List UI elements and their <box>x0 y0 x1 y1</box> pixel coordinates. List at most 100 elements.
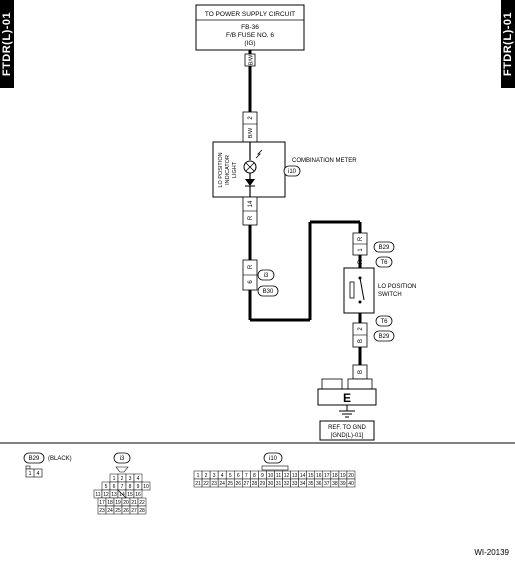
legend-i10-pin-3: 3 <box>213 473 216 479</box>
legend-i3-pin-4: 4 <box>137 476 140 482</box>
ground-block: E REF. TO GND [GND(L)-01] <box>317 378 377 441</box>
connector-t6-top-badge <box>375 256 393 268</box>
meter-label-line-2: INDICATOR <box>225 155 231 185</box>
legend-i10-pin-30: 30 <box>268 481 274 487</box>
legend-i3-pin-28: 28 <box>139 508 145 514</box>
wire-color-r-switch-top: R <box>358 259 364 264</box>
switch-pin-1: 1 <box>358 248 364 252</box>
wire-trunk-top: B/W 2 B/W <box>242 50 258 143</box>
section-tab-left: FTDR(L)-01 <box>0 0 14 88</box>
legend-i10-pin-4: 4 <box>221 473 224 479</box>
legend-i10-pin-21: 21 <box>195 481 201 487</box>
legend-i3-pin-13: 13 <box>111 492 117 498</box>
meter-label-line-1: LO POSITION <box>218 152 224 187</box>
legend-i10-pin-20: 20 <box>348 473 354 479</box>
lo-position-switch <box>343 267 375 314</box>
legend-i10-pin-32: 32 <box>284 481 290 487</box>
legend-b29-color: (BLACK) <box>48 456 72 462</box>
legend-i10-pin-1: 1 <box>197 473 200 479</box>
legend-i3-pin-3: 3 <box>129 476 132 482</box>
power-supply-box: TO POWER SUPPLY CIRCUIT FB-36 F/B FUSE N… <box>195 4 305 51</box>
meter-label-line-3: LIGHT <box>232 161 238 178</box>
combination-meter: LO POSITION INDICATOR LIGHT COMBINATION … <box>212 141 357 198</box>
legend-i10-pin-40: 40 <box>348 481 354 487</box>
legend-i10-pin-6: 6 <box>237 473 240 479</box>
legend-i3-pin-2: 2 <box>121 476 124 482</box>
legend-b29-id: B29 <box>29 456 40 462</box>
figure-id: WI-20139 <box>474 548 509 557</box>
legend-i10-pin-14: 14 <box>300 473 306 479</box>
legend-i10-pin-15: 15 <box>308 473 314 479</box>
legend-i10-pin-31: 31 <box>276 481 282 487</box>
legend-i10-pin-28: 28 <box>252 481 258 487</box>
power-box-fuse-block: FB-36 <box>241 24 259 31</box>
legend-i3-pin-18: 18 <box>107 500 113 506</box>
legend-i3-pin-15: 15 <box>127 492 133 498</box>
wire-color-r-left-mid: R <box>358 236 364 241</box>
legend-i3-pin-10-cell <box>141 481 151 491</box>
legend-i3-pin-26: 26 <box>123 508 129 514</box>
legend-i3-pin-28-cell <box>137 505 147 515</box>
legend-i10-pin-11: 11 <box>276 473 281 479</box>
legend-i10-id: i10 <box>269 456 278 462</box>
connector-t6-top-id: T6 <box>380 260 388 266</box>
switch-name-line-2: SWITCH <box>378 292 402 298</box>
legend-i10-pin-25: 25 <box>227 481 233 487</box>
legend-i3-pin-24: 24 <box>107 508 113 514</box>
connector-b29-top-badge <box>373 241 395 253</box>
switch-name-line-1: LO POSITION <box>378 284 416 290</box>
meter-name: COMBINATION METER <box>292 158 357 164</box>
legend-i10-pin-27: 27 <box>244 481 250 487</box>
legend-i3-pin-7: 7 <box>121 484 124 490</box>
legend-i10-pin-18: 18 <box>332 473 338 479</box>
light-ray-icon <box>255 149 263 159</box>
lo-position-switch-branch: R 1 B29 T6 R LO POSITION SWITCH 2 B T6 B… <box>343 232 416 380</box>
connector-b29-bottom-id: B29 <box>379 334 390 340</box>
legend-i10-pin-10: 10 <box>268 473 274 479</box>
legend-i10-pin-12: 12 <box>284 473 290 479</box>
ground-reference-line-1: REF. TO GND <box>328 425 366 431</box>
connector-b30-badge <box>257 285 279 297</box>
ground-symbol-label: E <box>343 391 351 405</box>
legend-i3-pin-10: 10 <box>143 484 149 490</box>
legend-i10-pin-26: 26 <box>235 481 241 487</box>
legend-b29-pin-4: 4 <box>36 471 39 477</box>
legend-i3-pin-16: 16 <box>135 492 141 498</box>
legend-i10-pin-33: 33 <box>292 481 298 487</box>
legend-i3-pin-23: 23 <box>99 508 105 514</box>
wire-color-r-1: R <box>248 215 254 220</box>
wire-color-b-ground: B <box>358 370 364 374</box>
wire-color-bw-top: B/W <box>249 54 255 65</box>
legend-i3-pin-5: 5 <box>105 484 108 490</box>
legend-i10-pin-13: 13 <box>292 473 298 479</box>
legend-i10-pin-37: 37 <box>324 481 330 487</box>
connector-b30-id: B30 <box>263 289 274 295</box>
legend-i10-pin-36: 36 <box>316 481 322 487</box>
legend-i10-pin-17: 17 <box>324 473 330 479</box>
connector-i3-badge <box>257 269 275 281</box>
ground-reference-line-2: [GND(L)-01] <box>331 433 364 439</box>
legend-i3-pin-25: 25 <box>115 508 121 514</box>
legend-i3-pin-11: 11 <box>95 492 100 498</box>
legend-i10-pin-7: 7 <box>245 473 248 479</box>
switch-contact-icon <box>349 281 355 299</box>
switch-pin-2: 2 <box>358 327 364 331</box>
legend-i3-pin-19: 19 <box>115 500 121 506</box>
legend-b29-pin-1: 1 <box>28 471 31 477</box>
wire-color-r-2: R <box>248 264 254 269</box>
ground-reference-box <box>319 420 375 441</box>
legend-i3-pin-8: 8 <box>129 484 132 490</box>
power-box-title: TO POWER SUPPLY CIRCUIT <box>205 11 295 18</box>
legend-i10-pin-40-cell <box>346 478 356 488</box>
diode-icon <box>245 179 255 186</box>
legend-i10-pin-19: 19 <box>340 473 346 479</box>
legend-i10-pin-23: 23 <box>211 481 217 487</box>
legend-i10-pin-35: 35 <box>308 481 314 487</box>
legend-i3-id: i3 <box>120 456 125 462</box>
legend-i10-pin-5: 5 <box>229 473 232 479</box>
connector-b29-bottom-badge <box>373 330 395 342</box>
connector-t6-bottom-id: T6 <box>380 319 388 325</box>
